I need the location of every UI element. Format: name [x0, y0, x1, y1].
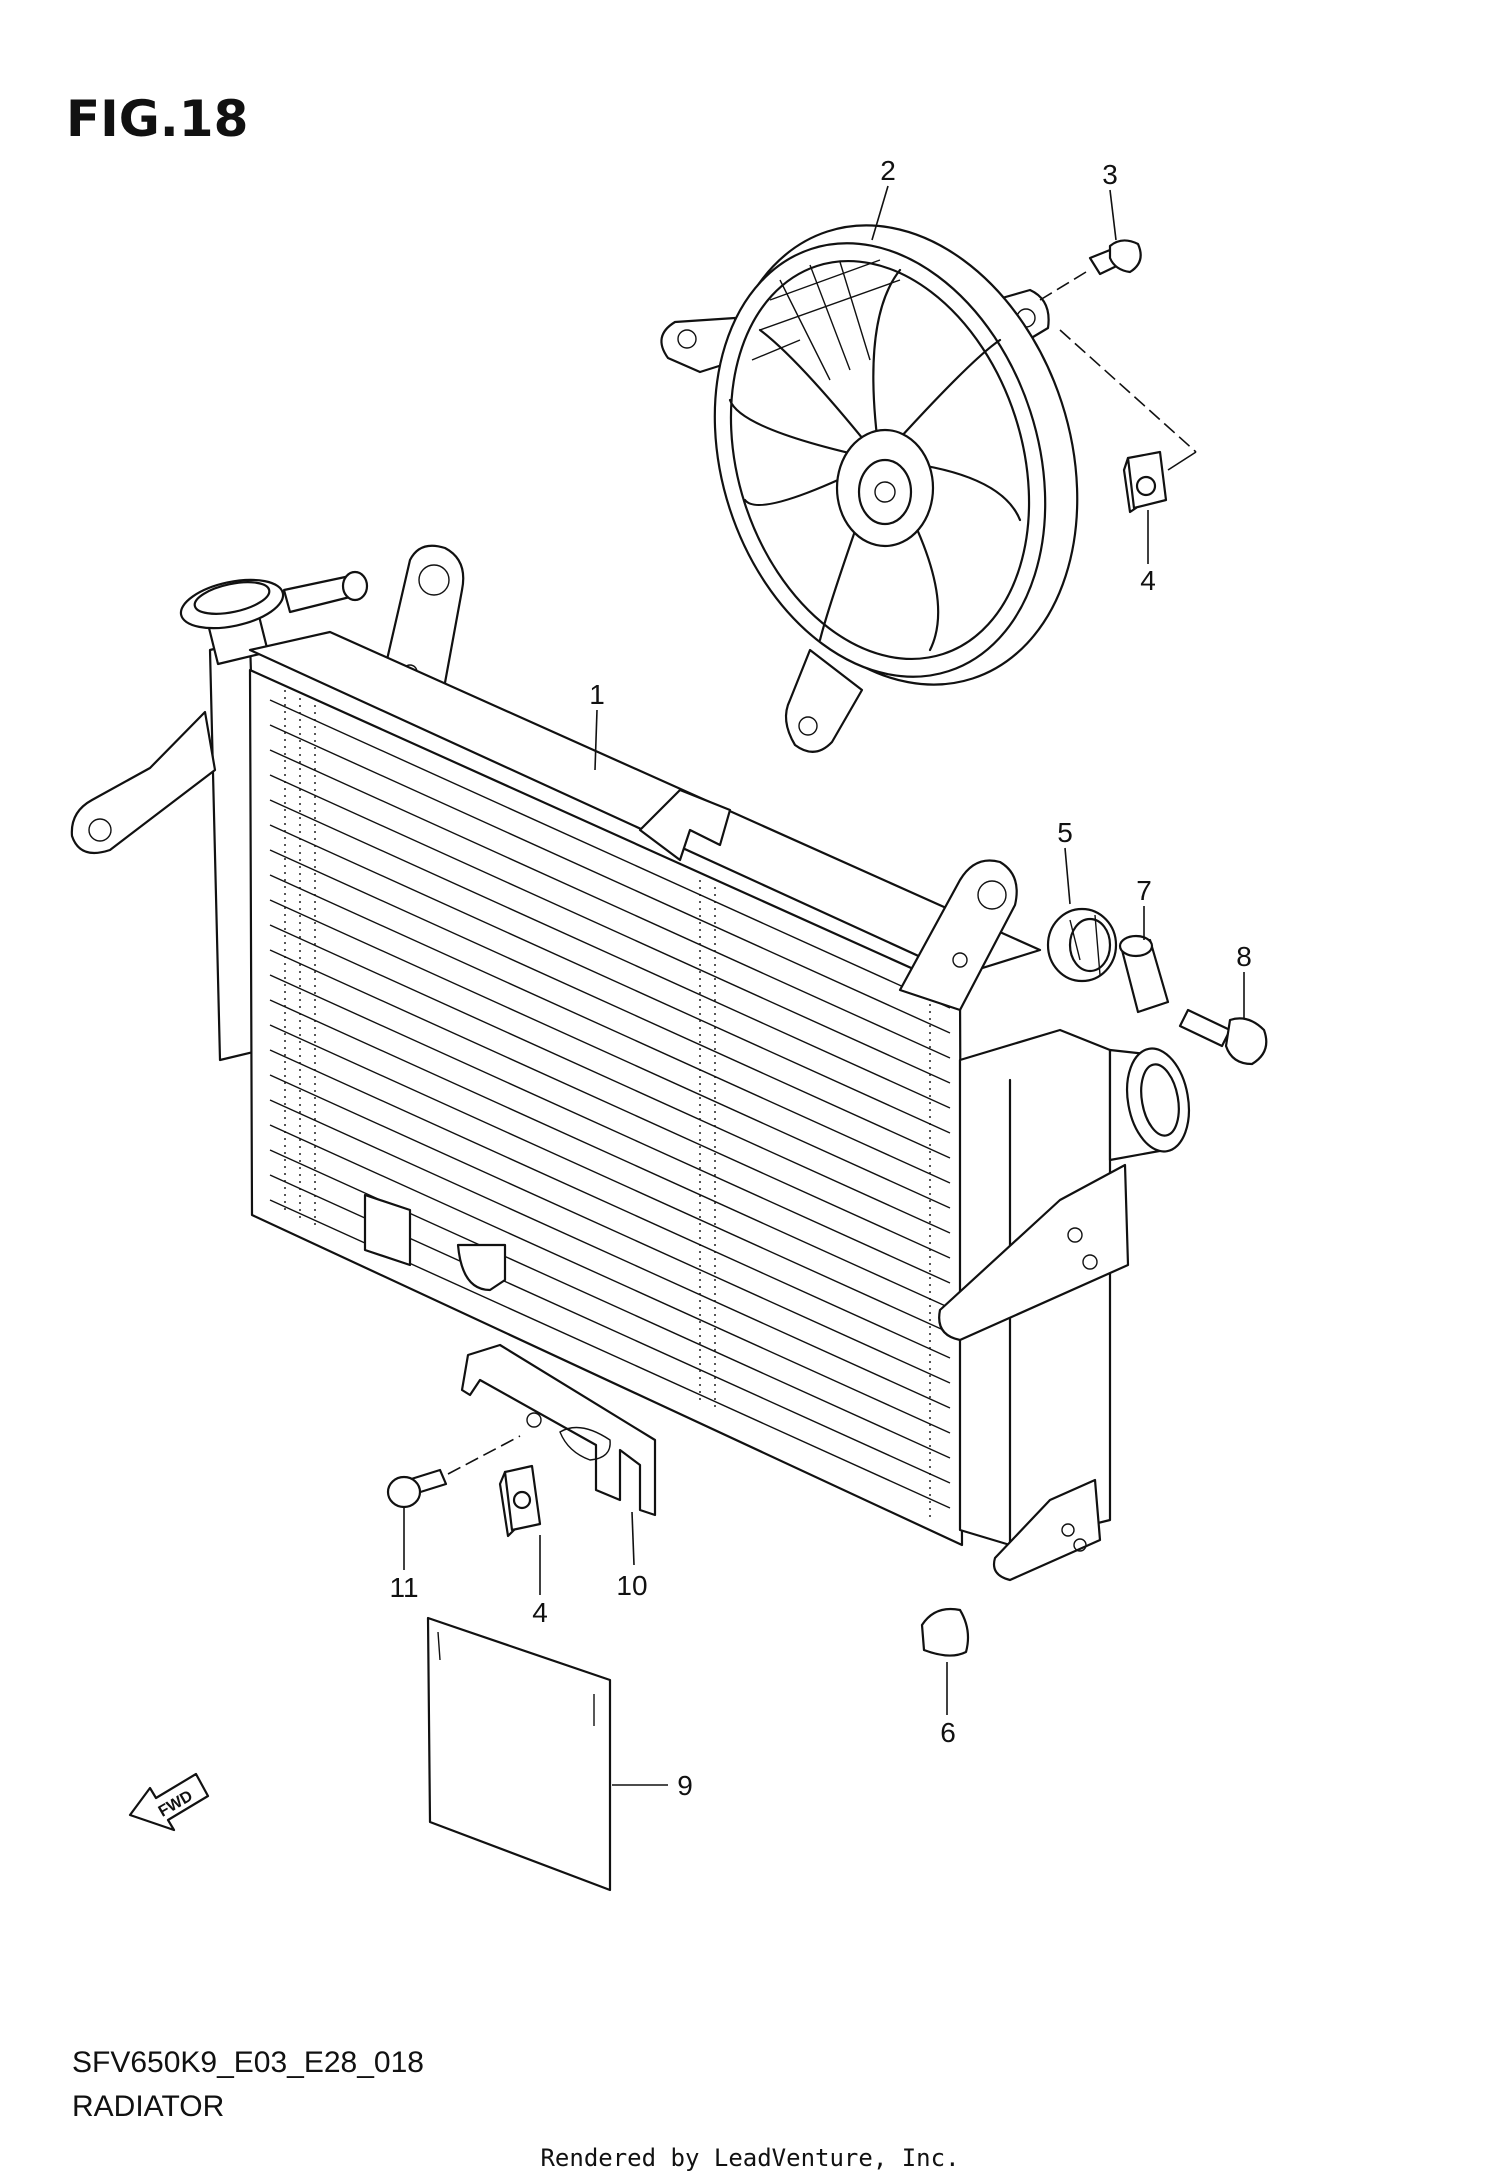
- callout-11: 11: [389, 1572, 418, 1603]
- bracket-screw: [386, 1435, 521, 1570]
- fan-screw: [1039, 189, 1142, 301]
- callout-4-lower: 4: [532, 1597, 548, 1628]
- callout-1: 1: [589, 679, 605, 710]
- mounting-bolt: [1178, 972, 1268, 1066]
- support-bracket: [460, 1343, 657, 1566]
- callout-4-upper: 4: [1140, 565, 1156, 596]
- callout-5: 5: [1057, 817, 1073, 848]
- model-code: SFV650K9_E03_E28_018: [72, 2046, 424, 2079]
- callout-8: 8: [1236, 941, 1252, 972]
- callout-10: 10: [616, 1570, 647, 1601]
- render-credit: Rendered by LeadVenture, Inc.: [540, 2144, 960, 2172]
- callout-6: 6: [940, 1717, 956, 1748]
- callout-3: 3: [1102, 159, 1118, 190]
- cooling-fan: [660, 185, 1079, 753]
- callout-7: 7: [1136, 875, 1152, 906]
- cap-cover: [920, 1607, 970, 1715]
- protective-plate: [426, 1616, 668, 1892]
- collar: [1118, 906, 1170, 1014]
- section-name: RADIATOR: [72, 2090, 225, 2123]
- figure-title: FIG.18: [66, 90, 249, 148]
- grommet: [1046, 847, 1118, 983]
- radiator: [70, 544, 1190, 1582]
- fwd-arrow-icon: FWD: [128, 1772, 210, 1832]
- clip-nut-upper: [1059, 329, 1197, 564]
- callout-9: 9: [677, 1770, 693, 1801]
- callout-2: 2: [880, 155, 896, 186]
- clip-nut-lower: [498, 1464, 542, 1595]
